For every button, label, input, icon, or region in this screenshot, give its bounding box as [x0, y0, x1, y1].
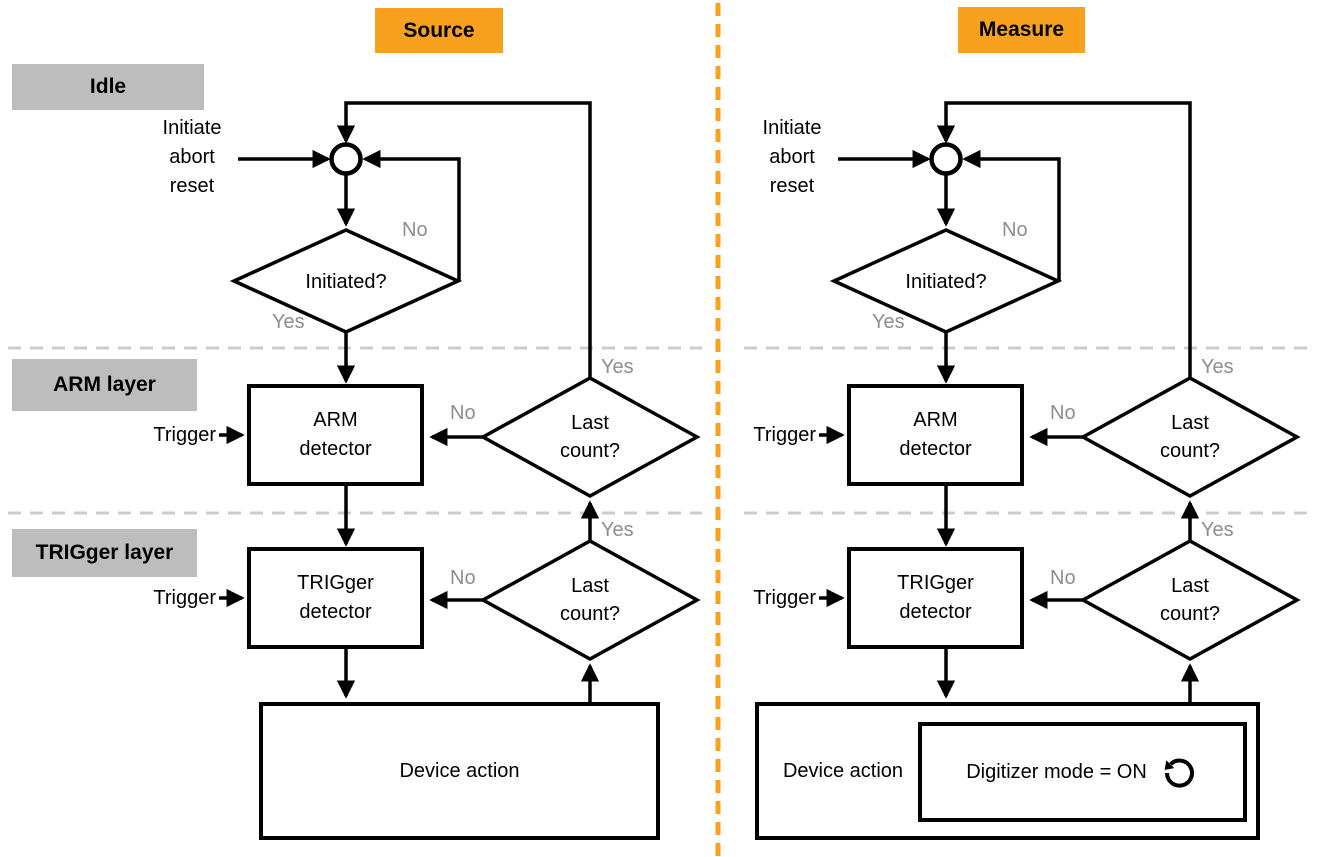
source-arm-lastcount-no-label: No: [450, 402, 476, 424]
measure-junction-circle: [929, 142, 963, 176]
source-trig-trigger-label: Trigger: [153, 587, 216, 609]
source-initiated-question: Initiated?: [305, 271, 387, 293]
measure-trig-detector-text: TRIGger detector: [897, 572, 974, 623]
measure-trig-lastcount-question: Last count?: [1159, 575, 1221, 625]
source-arm-lastcount-question: Last count?: [559, 412, 621, 462]
layer-label-arm: ARM layer: [12, 359, 197, 411]
measure-arm-lastcount-yes-label: Yes: [1201, 356, 1234, 378]
source-device-action-box: Device action: [259, 702, 660, 840]
source-initiated-no-loop: [362, 149, 461, 281]
decision-diamonds: [229, 228, 1301, 661]
idle-label-text: Idle: [89, 75, 127, 98]
measure-arm-detector-box: ARM detector: [847, 384, 1024, 486]
measure-arm-lastcount-no-label: No: [1050, 402, 1076, 424]
measure-trig-trigger-label: Trigger: [753, 587, 816, 609]
measure-device-action-box: Device action Digitizer mode = ON: [755, 702, 1260, 840]
measure-initiated-no-loop: [962, 149, 1061, 281]
layer-label-idle: Idle: [12, 64, 204, 110]
source-arm-lastcount-diamond: [479, 376, 701, 498]
measure-device-action-text-wrap: Device action: [767, 706, 919, 836]
measure-device-action-text: Device action: [782, 759, 904, 782]
source-initiate-abort-reset-label: Initiate abort reset: [162, 117, 222, 197]
measure-arm-lastcount-diamond: [1079, 376, 1301, 498]
source-initiated-yes-label: Yes: [272, 311, 305, 333]
source-trig-detector-box: TRIGger detector: [247, 547, 424, 649]
measure-arm-lastcount-question: Last count?: [1159, 412, 1221, 462]
measure-initiated-diamond: [829, 228, 1063, 334]
source-yes-loop-to-junction: [336, 101, 592, 378]
source-trig-lastcount-diamond: [479, 539, 701, 661]
source-initiated-no-label: No: [402, 219, 428, 241]
source-trig-detector-text: TRIGger detector: [297, 572, 374, 623]
measure-trig-lastcount-no-label: No: [1050, 567, 1076, 589]
source-device-action-text: Device action: [399, 759, 520, 782]
measure-trig-lastcount-diamond: [1079, 539, 1301, 661]
measure-arm-trigger-label: Trigger: [753, 424, 816, 446]
layer-label-trigger: TRIGger layer: [12, 529, 197, 577]
measure-initiated-question: Initiated?: [905, 271, 987, 293]
measure-trig-detector-box: TRIGger detector: [847, 547, 1024, 649]
measure-initiate-abort-reset-label: Initiate abort reset: [762, 117, 822, 197]
counterclockwise-loop-icon: [1164, 758, 1194, 788]
source-arm-trigger-label: Trigger: [153, 424, 216, 446]
source-initiated-diamond: [229, 228, 463, 334]
trigger-layer-label-text: TRIGger layer: [35, 541, 174, 564]
source-connectors: [219, 101, 600, 702]
measure-trig-lastcount-yes-label: Yes: [1201, 519, 1234, 541]
source-trig-lastcount-question: Last count?: [559, 575, 621, 625]
measure-connectors: [819, 101, 1200, 702]
measure-initiated-yes-label: Yes: [872, 311, 905, 333]
source-trig-lastcount-no-label: No: [450, 567, 476, 589]
measure-arm-detector-text: ARM detector: [899, 409, 972, 460]
source-junction-circle: [329, 142, 363, 176]
source-column-header: Source: [375, 8, 503, 53]
source-arm-detector-text: ARM detector: [299, 409, 372, 460]
digitizer-mode-box: Digitizer mode = ON: [918, 722, 1247, 822]
digitizer-mode-text: Digitizer mode = ON: [966, 760, 1147, 783]
arm-layer-label-text: ARM layer: [53, 373, 156, 396]
source-header-label: Source: [403, 18, 475, 42]
measure-yes-loop-to-junction: [936, 101, 1192, 378]
measure-header-label: Measure: [978, 18, 1065, 41]
measure-column-header: Measure: [958, 7, 1085, 53]
source-arm-detector-box: ARM detector: [247, 384, 424, 486]
source-trig-lastcount-yes-label: Yes: [601, 519, 634, 541]
measure-initiated-no-label: No: [1002, 219, 1028, 241]
source-arm-lastcount-yes-label: Yes: [601, 356, 634, 378]
